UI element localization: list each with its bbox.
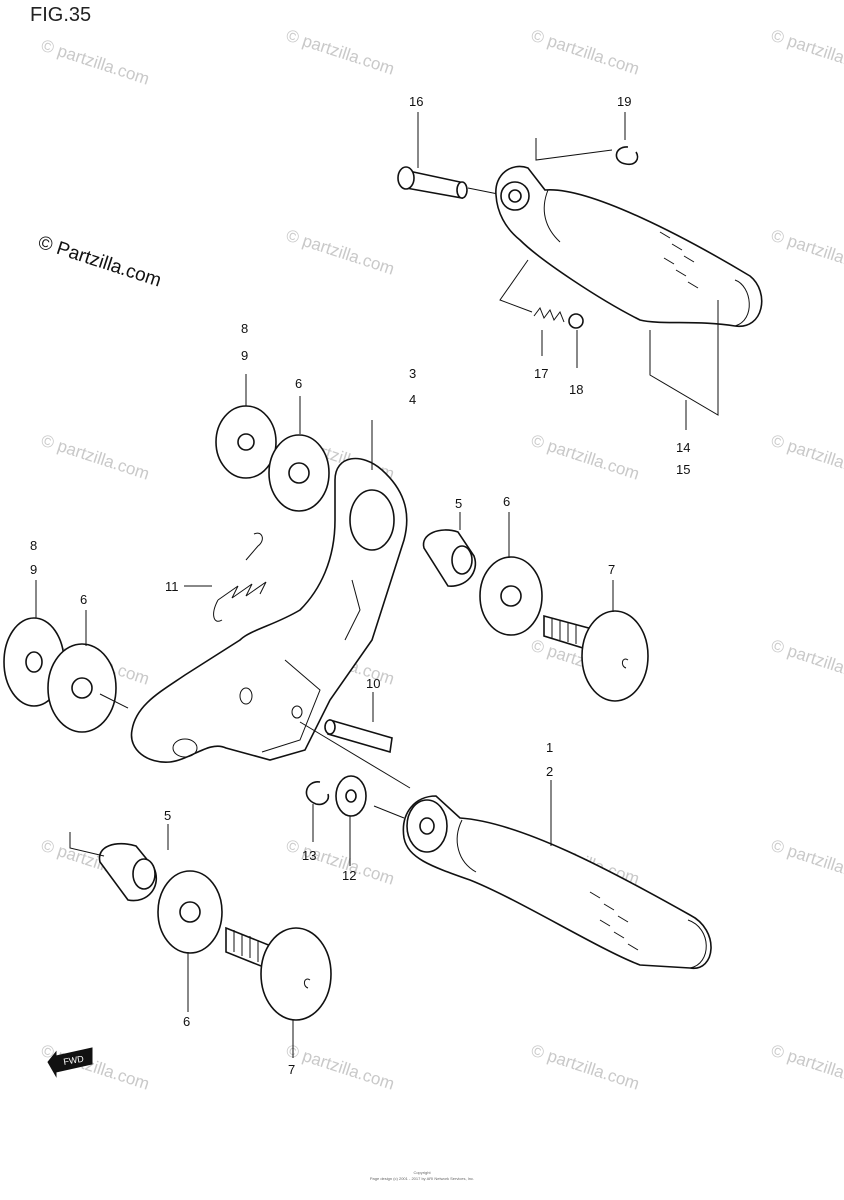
callout-label: 8 bbox=[241, 321, 248, 336]
callout-label: 2 bbox=[546, 764, 553, 779]
callout-label: 1 bbox=[546, 740, 553, 755]
washer-8-9-upper bbox=[215, 405, 277, 479]
callout-label: 16 bbox=[409, 94, 423, 109]
watermark-text: © partzilla.com bbox=[769, 26, 844, 79]
clip-13 bbox=[305, 781, 330, 806]
callout-label: 10 bbox=[366, 676, 380, 691]
spring-11 bbox=[213, 532, 267, 622]
bracket-3-4 bbox=[130, 457, 408, 763]
watermark-text: © partzilla.com bbox=[769, 836, 844, 889]
figure-title: FIG.35 bbox=[30, 4, 92, 26]
callout-label: 4 bbox=[409, 392, 416, 407]
callout-label: 14 bbox=[676, 440, 690, 455]
watermark-text: © partzilla.com bbox=[769, 636, 844, 689]
front-arrow-icon: FWD bbox=[47, 1047, 93, 1078]
callout-label: 11 bbox=[165, 579, 179, 594]
watermark-text: © partzilla.com bbox=[39, 36, 152, 89]
callout-label: 6 bbox=[503, 494, 510, 509]
watermark-text: © partzilla.com bbox=[769, 226, 844, 279]
callout-label: 6 bbox=[183, 1014, 190, 1029]
footer-page-design: Page design (c) 2001 - 2017 by ARI Netwo… bbox=[369, 1176, 475, 1181]
watermark-text: © partzilla.com bbox=[529, 431, 642, 484]
upper-footpeg-assembly bbox=[397, 138, 763, 416]
callout-label: 6 bbox=[80, 592, 87, 607]
spring-17 bbox=[533, 306, 565, 323]
callout-label: 17 bbox=[534, 366, 548, 381]
footpeg-14-15 bbox=[495, 165, 763, 327]
watermark-text: © partzilla.com bbox=[284, 1041, 397, 1094]
callout-labels: 16 19 17 18 14 15 8 9 6 3 4 5 6 7 11 8 9… bbox=[30, 94, 690, 1077]
bolt-7-lower bbox=[225, 926, 332, 1021]
clip-19 bbox=[615, 146, 639, 166]
footer-copyright: Copyright bbox=[413, 1170, 431, 1175]
callout-label: 6 bbox=[295, 376, 302, 391]
callout-label: 15 bbox=[676, 462, 690, 477]
watermark-text: © partzilla.com bbox=[529, 1041, 642, 1094]
watermark-text: © partzilla.com bbox=[284, 226, 397, 279]
footpeg-1-2 bbox=[402, 795, 712, 969]
watermark-text: © partzilla.com bbox=[284, 836, 397, 889]
callout-label: 3 bbox=[409, 366, 416, 381]
leader-lines bbox=[35, 112, 687, 1058]
callout-label: 5 bbox=[164, 808, 171, 823]
watermark-text: © partzilla.com bbox=[39, 431, 152, 484]
callout-label: 18 bbox=[569, 382, 583, 397]
ball-18 bbox=[568, 313, 584, 329]
washer-6-right bbox=[479, 556, 543, 636]
pin-16 bbox=[397, 166, 468, 199]
washer-6-upper bbox=[268, 434, 330, 512]
callout-label: 7 bbox=[288, 1062, 295, 1077]
callout-label: 7 bbox=[608, 562, 615, 577]
watermark-text: © partzilla.com bbox=[529, 26, 642, 79]
callout-label: 12 bbox=[342, 868, 356, 883]
pin-10 bbox=[324, 718, 393, 754]
washer-6-left bbox=[47, 643, 117, 733]
callout-label: 9 bbox=[30, 562, 37, 577]
callout-label: 5 bbox=[455, 496, 462, 511]
washer-6-lower bbox=[157, 870, 223, 954]
watermark-text: © partzilla.com bbox=[769, 1041, 844, 1094]
watermark-text: © partzilla.com bbox=[769, 431, 844, 484]
bushing-5-upper bbox=[422, 529, 477, 587]
callout-label: 8 bbox=[30, 538, 37, 553]
washer-12 bbox=[335, 775, 367, 817]
callout-label: 19 bbox=[617, 94, 631, 109]
callout-label: 13 bbox=[302, 848, 316, 863]
callout-label: 9 bbox=[241, 348, 248, 363]
front-arrow-label: FWD bbox=[63, 1053, 85, 1066]
watermark-text: © partzilla.com bbox=[284, 26, 397, 79]
bushing-5-lower bbox=[98, 842, 157, 902]
bolt-7-upper bbox=[543, 610, 649, 702]
